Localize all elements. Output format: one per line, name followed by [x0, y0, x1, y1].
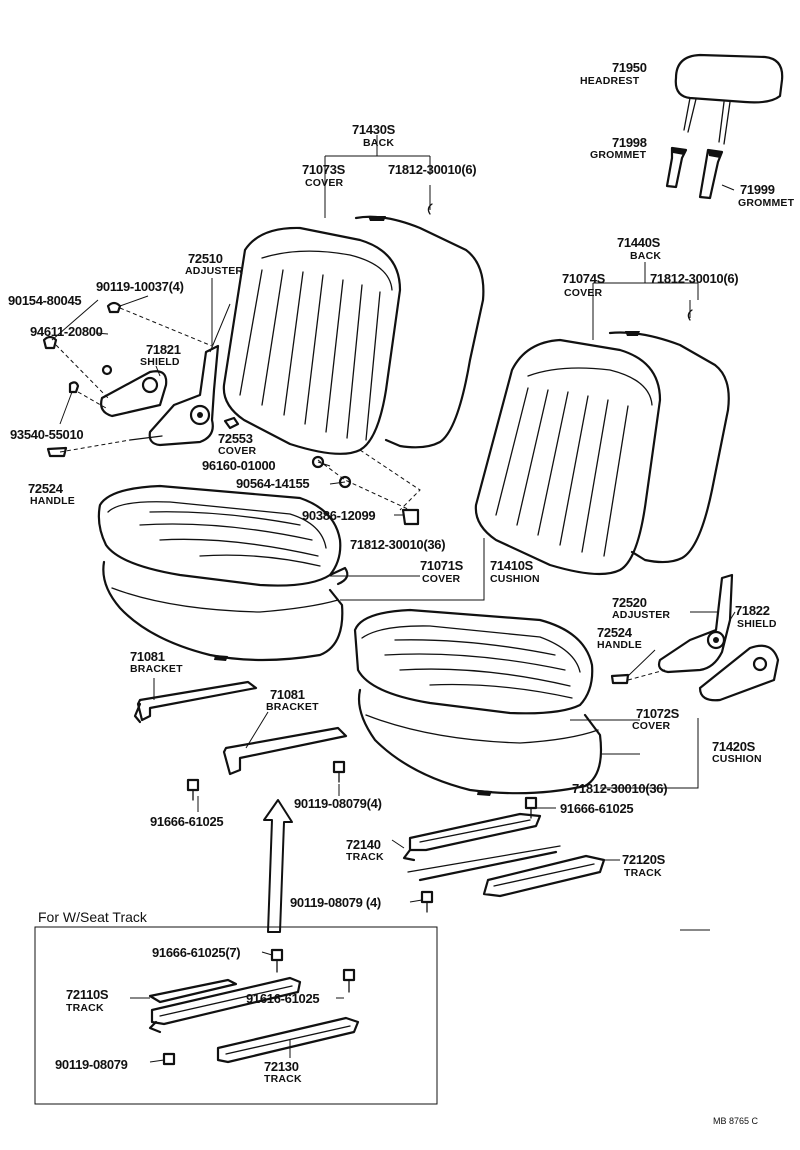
left-seat-back-drawing: [222, 215, 485, 455]
part-name-track: TRACK: [264, 1073, 302, 1085]
left-adjuster-drawing: [42, 301, 240, 458]
track-drawings: [402, 812, 606, 898]
part-name-bracket: BRACKET: [266, 701, 319, 713]
part-name-shield: SHIELD: [140, 356, 180, 368]
part-number-71998: 71998: [612, 135, 647, 150]
part-number-71440s: 71440S: [617, 235, 661, 250]
headrest-drawing: [674, 53, 784, 145]
part-number-72140: 72140: [346, 837, 381, 852]
part-number-72120s: 72120S: [622, 852, 666, 867]
part-number-91616-61025: 91616-61025: [246, 991, 320, 1006]
part-name-handle: HANDLE: [597, 639, 642, 651]
part-number-72553: 72553: [218, 431, 253, 446]
part-number-91666-61025: 91666-61025: [150, 814, 224, 829]
diagram-code: MB 8765 C: [713, 1116, 759, 1126]
part-name-track: TRACK: [346, 851, 384, 863]
bracket-drawings: [133, 680, 348, 776]
part-number-90154-80045: 90154-80045: [8, 293, 82, 308]
part-number-72524: 72524: [597, 625, 632, 640]
part-name-handle: HANDLE: [30, 495, 75, 507]
part-name-cover: COVER: [422, 573, 461, 585]
part-name-track: TRACK: [624, 867, 662, 879]
part-number-71430s: 71430S: [352, 122, 396, 137]
part-number-71081: 71081: [130, 649, 165, 664]
part-number-71812-30010-6: 71812-30010(6): [388, 162, 477, 177]
part-number-93540-55010: 93540-55010: [10, 427, 84, 442]
part-number-96160-01000: 96160-01000: [202, 458, 276, 473]
part-name-adjuster: ADJUSTER: [185, 265, 244, 277]
part-number-71821: 71821: [146, 342, 181, 357]
part-name-grommet: GROMMET: [738, 197, 795, 209]
left-cushion-drawing: [97, 484, 349, 662]
part-number-71812-30010-36: 71812-30010(36): [572, 781, 668, 796]
part-number-71410s: 71410S: [490, 558, 534, 573]
part-number-72510: 72510: [188, 251, 223, 266]
part-name-cover: COVER: [564, 287, 603, 299]
part-number-71822: 71822: [735, 603, 770, 618]
part-name-cushion: CUSHION: [490, 573, 540, 585]
part-number-71999: 71999: [740, 182, 775, 197]
part-number-90119-08079-4: 90119-08079(4): [294, 796, 382, 811]
part-number-72110s: 72110S: [66, 987, 109, 1002]
part-name-track: TRACK: [66, 1002, 104, 1014]
small-hardware-drawing: [311, 455, 420, 526]
part-number-71081: 71081: [270, 687, 305, 702]
part-number-90119-08079-4: 90119-08079 (4): [290, 895, 381, 910]
part-name-back: BACK: [630, 250, 662, 262]
part-name-shield: SHIELD: [737, 618, 777, 630]
part-name-cover: COVER: [305, 177, 344, 189]
part-number-72130: 72130: [264, 1059, 299, 1074]
part-number-71071s: 71071S: [420, 558, 464, 573]
part-number-72524: 72524: [28, 481, 63, 496]
right-seat-back-drawing: [474, 331, 730, 576]
part-number-94611-20800: 94611-20800: [30, 324, 103, 339]
part-number-90119-08079: 90119-08079: [55, 1057, 128, 1072]
part-number-72520: 72520: [612, 595, 647, 610]
grommet-drawings: [665, 146, 735, 200]
part-number-90564-14155: 90564-14155: [236, 476, 310, 491]
part-number-91666-61025-7: 91666-61025(7): [152, 945, 241, 960]
part-number-71420s: 71420S: [712, 739, 756, 754]
c-clip-drawings: [427, 203, 693, 321]
part-number-71950: 71950: [612, 60, 647, 75]
part-number-90119-10037: 90119-10037(4): [96, 279, 184, 294]
right-cushion-drawing: [353, 608, 603, 796]
part-name-headrest: HEADREST: [580, 75, 640, 87]
leader-lines: [51, 135, 736, 903]
part-name-grommet: GROMMET: [590, 149, 647, 161]
part-name-cover: COVER: [632, 720, 671, 732]
part-name-bracket: BRACKET: [130, 663, 183, 675]
part-number-71072s: 71072S: [636, 706, 680, 721]
part-name-adjuster: ADJUSTER: [612, 609, 671, 621]
part-number-71074s: 71074S: [562, 271, 606, 286]
dashed-leaders: [55, 307, 421, 511]
inset-box: [34, 926, 438, 1105]
part-number-90386-12099: 90386-12099: [302, 508, 376, 523]
inset-title: For W/Seat Track: [38, 909, 147, 925]
right-adjuster-drawing: [610, 573, 780, 702]
part-name-back: BACK: [363, 137, 395, 149]
part-number-71073s: 71073S: [302, 162, 346, 177]
inset-arrow: [263, 799, 293, 933]
inset-tracks-drawing: [130, 948, 360, 1066]
part-number-91666-61025: 91666-61025: [560, 801, 634, 816]
part-number-71812-30010-6: 71812-30010(6): [650, 271, 739, 286]
part-name-cover: COVER: [218, 445, 257, 457]
part-number-71812-30010-36: 71812-30010(36): [350, 537, 446, 552]
part-name-cushion: CUSHION: [712, 753, 762, 765]
